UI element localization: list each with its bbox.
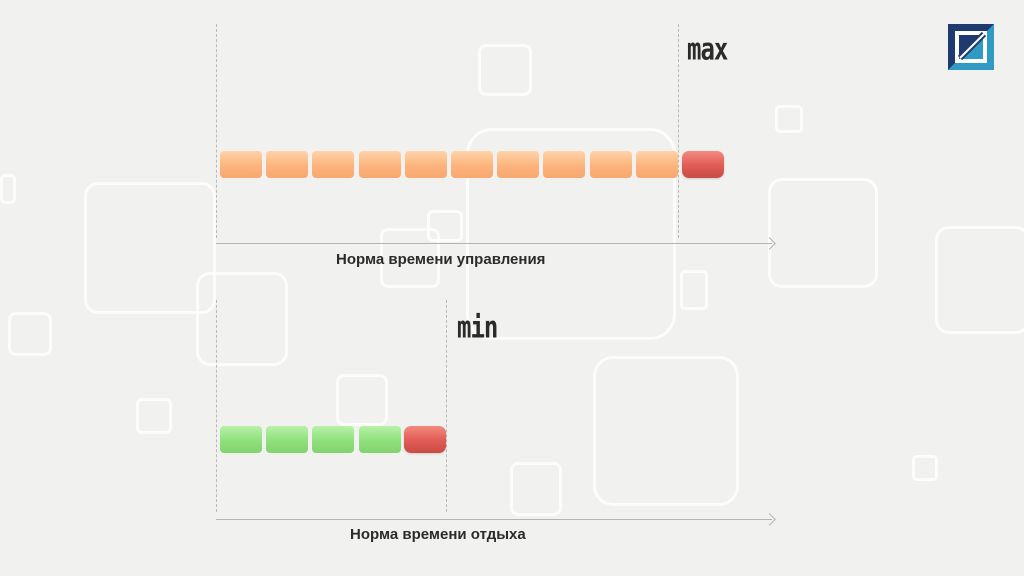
background-square bbox=[427, 210, 463, 242]
normal-segment bbox=[220, 426, 262, 453]
rest-start-line bbox=[216, 300, 217, 512]
normal-segment bbox=[404, 151, 447, 178]
normal-segment bbox=[266, 151, 309, 178]
normal-segment bbox=[220, 151, 262, 178]
background-square bbox=[680, 270, 708, 310]
over-limit-segment bbox=[681, 151, 724, 178]
over-limit-segment bbox=[404, 426, 447, 453]
normal-segment bbox=[312, 426, 355, 453]
background-square bbox=[0, 174, 16, 204]
background-square bbox=[8, 312, 52, 356]
rest-min-line bbox=[446, 300, 447, 512]
control-axis bbox=[216, 243, 772, 244]
normal-segment bbox=[312, 151, 355, 178]
background-square bbox=[593, 356, 739, 506]
background-square bbox=[136, 398, 172, 434]
background-square bbox=[380, 228, 440, 288]
normal-segment bbox=[589, 151, 632, 178]
normal-segment bbox=[543, 151, 586, 178]
normal-segment bbox=[358, 426, 401, 453]
control-axis-label: Норма времени управления bbox=[336, 251, 546, 268]
min-marker: min bbox=[457, 310, 498, 345]
square-logo-icon bbox=[948, 24, 994, 70]
rest-axis bbox=[216, 519, 772, 520]
background-square bbox=[935, 226, 1024, 334]
background-square bbox=[196, 272, 288, 366]
background-square bbox=[84, 182, 216, 314]
normal-segment bbox=[266, 426, 309, 453]
background-square bbox=[768, 178, 878, 288]
control-start-line bbox=[216, 24, 217, 238]
normal-segment bbox=[451, 151, 493, 178]
background-square bbox=[466, 128, 676, 340]
background-square bbox=[912, 455, 938, 481]
rest-axis-arrow bbox=[763, 513, 776, 526]
background-square bbox=[775, 105, 803, 133]
background-square bbox=[478, 44, 532, 96]
background-square bbox=[336, 374, 388, 426]
normal-segment bbox=[635, 151, 678, 178]
background-square bbox=[510, 462, 562, 516]
control-max-line bbox=[678, 24, 679, 238]
normal-segment bbox=[497, 151, 540, 178]
rest-axis-label: Норма времени отдыха bbox=[350, 526, 526, 543]
normal-segment bbox=[358, 151, 401, 178]
max-marker: max bbox=[687, 32, 728, 67]
